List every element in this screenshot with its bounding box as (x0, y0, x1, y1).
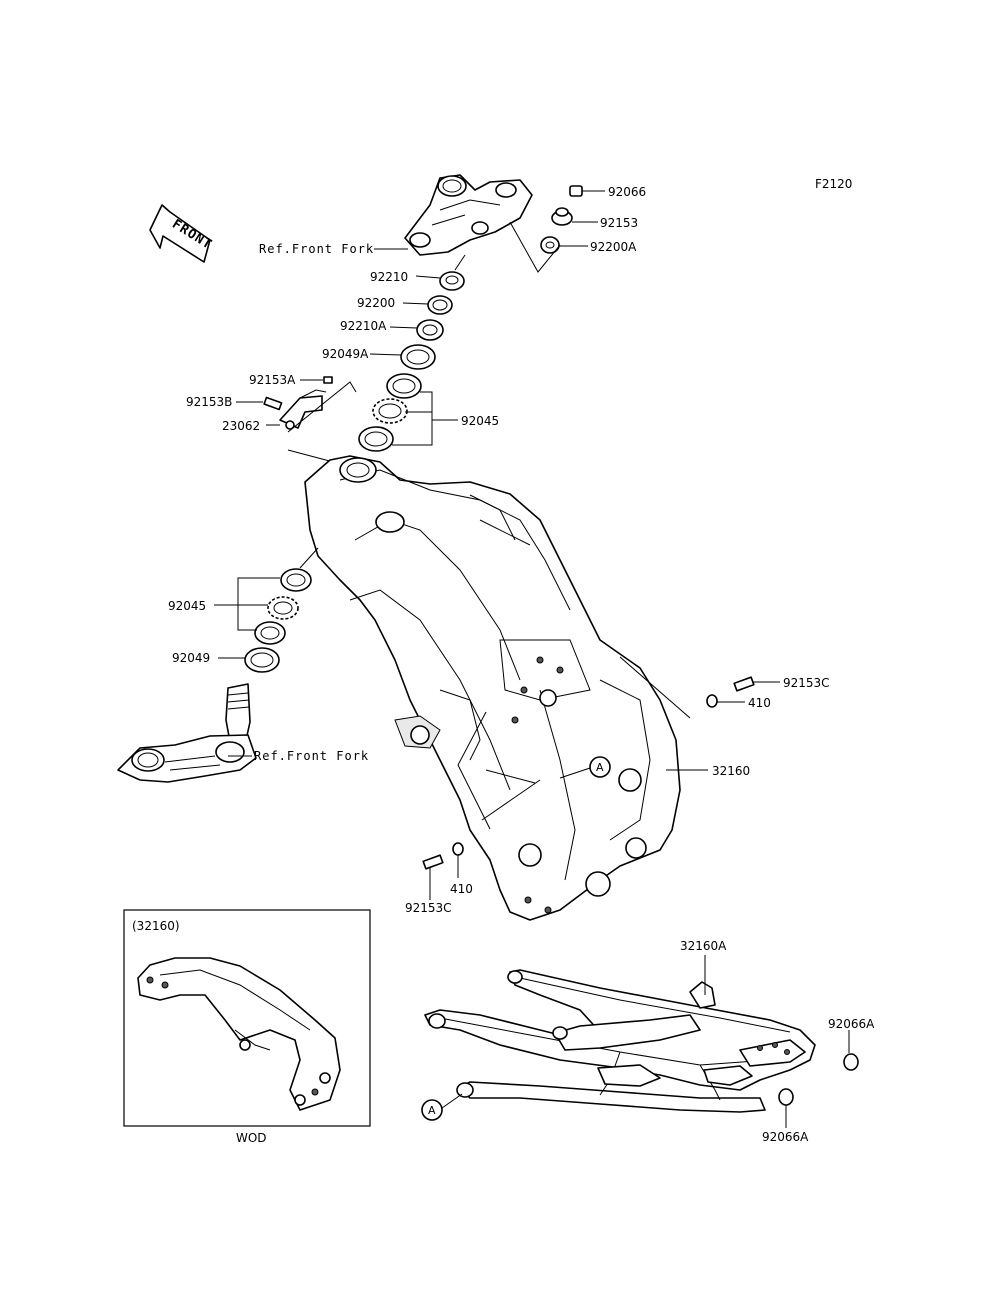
cap-92066 (569, 185, 583, 197)
washer-92200a (540, 236, 560, 254)
label-92153b: 92153B (186, 395, 232, 409)
label-ref-front-fork-top: Ref.Front Fork (259, 242, 374, 256)
label-ref-front-fork-bottom: Ref.Front Fork (254, 749, 369, 763)
bolt-92153c-bottom (422, 854, 444, 870)
label-92066a-bottom: 92066A (762, 1130, 809, 1144)
nut-92210a (416, 319, 444, 341)
cap-92066a-right (843, 1053, 859, 1071)
inset-panel: (32160) (123, 909, 371, 1127)
front-arrow-icon: FRONT (149, 204, 215, 263)
seal-92049a (400, 344, 436, 370)
label-92153c-bottom: 92153C (405, 901, 452, 915)
bearing-lower-set (254, 568, 312, 645)
callout-a-sub: A (421, 1099, 443, 1121)
main-frame (304, 455, 681, 921)
washer-92200 (427, 295, 453, 315)
sub-frame (424, 969, 816, 1113)
label-92066: 92066 (608, 185, 646, 199)
label-410-bottom: 410 (450, 882, 473, 896)
label-92066a-right: 92066A (828, 1017, 875, 1031)
cap-92066a-bottom (778, 1088, 794, 1106)
bolt-92153c-right (733, 676, 755, 692)
label-92045-top: 92045 (461, 414, 499, 428)
callout-a-main-letter: A (596, 761, 604, 774)
label-23062: 23062 (222, 419, 260, 433)
callout-a-main: A (589, 756, 611, 778)
washer-410-right (706, 694, 718, 708)
bolt-92153b (263, 396, 283, 411)
washer-410-bottom (452, 842, 464, 856)
callout-a-sub-letter: A (428, 1104, 436, 1117)
inset-caption: WOD (236, 1131, 267, 1145)
inset-title: (32160) (132, 919, 180, 933)
upper-bracket (404, 174, 533, 256)
label-92153c-right: 92153C (783, 676, 830, 690)
label-92153: 92153 (600, 216, 638, 230)
label-410-right: 410 (748, 696, 771, 710)
bearing-upper-set (358, 373, 422, 452)
label-32160: 32160 (712, 764, 750, 778)
label-92200a: 92200A (590, 240, 637, 254)
label-92049a: 92049A (322, 347, 369, 361)
label-92045-left: 92045 (168, 599, 206, 613)
label-92200: 92200 (357, 296, 395, 310)
label-92049: 92049 (172, 651, 210, 665)
nut-92210 (439, 271, 465, 291)
label-92210: 92210 (370, 270, 408, 284)
seal-92049 (244, 647, 280, 673)
steering-stem (117, 683, 257, 783)
bolt-92153a (323, 376, 333, 384)
nut-92153 (551, 207, 573, 226)
label-32160a: 32160A (680, 939, 727, 953)
label-92210a: 92210A (340, 319, 387, 333)
label-92153a: 92153A (249, 373, 296, 387)
bracket-23062 (279, 389, 327, 430)
diagram-code: F2120 (815, 177, 852, 191)
